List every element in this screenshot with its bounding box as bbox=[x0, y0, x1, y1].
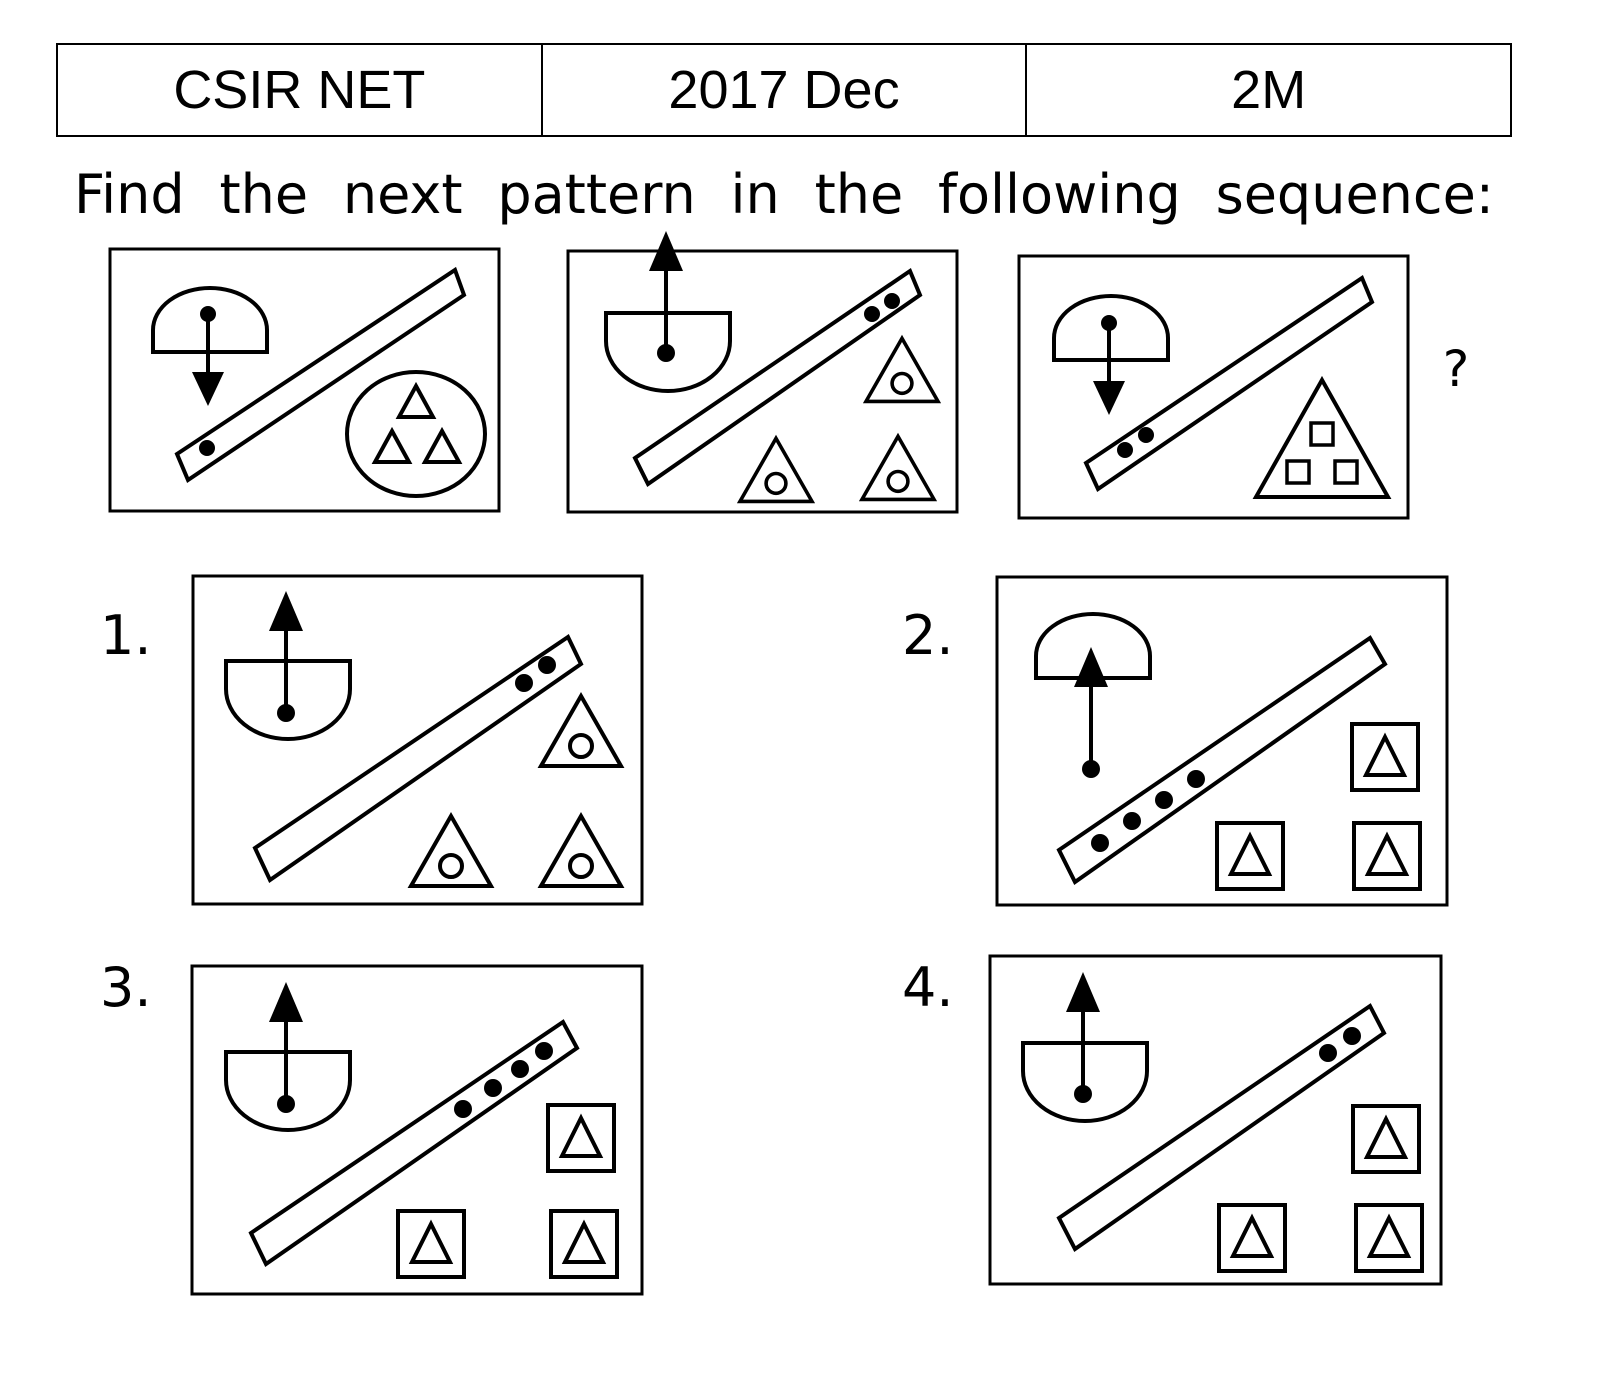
small-square bbox=[1333, 459, 1359, 485]
bar-dot bbox=[535, 1042, 553, 1060]
arrow-up-icon bbox=[1064, 970, 1102, 1105]
square-with-triangle bbox=[1217, 1203, 1287, 1273]
triangle-with-circle bbox=[860, 434, 936, 502]
arrow-up-icon bbox=[267, 980, 305, 1115]
arrow-up-icon bbox=[1072, 645, 1110, 780]
sequence-figure-2 bbox=[566, 229, 959, 514]
bar-dot bbox=[199, 440, 215, 456]
header-table: CSIR NET 2017 Dec 2M bbox=[56, 43, 1512, 137]
bar-dot bbox=[1187, 770, 1205, 788]
square-with-triangle bbox=[1351, 1104, 1421, 1174]
square-with-triangle bbox=[546, 1103, 616, 1173]
arrow-down-icon bbox=[190, 304, 226, 408]
sequence-figure-3 bbox=[1017, 254, 1410, 520]
option-2-label: 2. bbox=[902, 604, 954, 667]
triangle-with-circle bbox=[539, 694, 623, 768]
question-text: Find the next pattern in the following s… bbox=[74, 163, 1494, 226]
bar-dot bbox=[511, 1060, 529, 1078]
sequence-figure-1 bbox=[108, 247, 501, 513]
diagonal-bar bbox=[632, 267, 923, 487]
option-1-figure[interactable] bbox=[191, 574, 644, 906]
triangle-with-circle bbox=[539, 814, 623, 888]
bar-dot bbox=[515, 674, 533, 692]
small-triangle bbox=[423, 429, 461, 464]
square-with-triangle bbox=[1350, 722, 1420, 792]
diagonal-bar bbox=[1056, 635, 1388, 885]
square-with-triangle bbox=[549, 1209, 619, 1279]
bar-dot bbox=[454, 1100, 472, 1118]
option-4-label: 4. bbox=[902, 956, 954, 1019]
option-2-figure[interactable] bbox=[995, 575, 1449, 907]
diagonal-bar bbox=[248, 1019, 580, 1267]
square-with-triangle bbox=[1215, 821, 1285, 891]
diagonal-bar bbox=[174, 266, 467, 484]
option-3-label: 3. bbox=[100, 956, 152, 1019]
diagonal-bar bbox=[1056, 1003, 1387, 1252]
square-with-triangle bbox=[396, 1209, 466, 1279]
option-3-figure[interactable] bbox=[190, 964, 644, 1296]
triangle-with-circle bbox=[409, 814, 493, 888]
bar-dot bbox=[484, 1079, 502, 1097]
bar-dot bbox=[1343, 1027, 1361, 1045]
unknown-mark: ? bbox=[1443, 340, 1470, 398]
bar-dot bbox=[884, 293, 900, 309]
small-square bbox=[1285, 459, 1311, 485]
small-square bbox=[1309, 421, 1335, 447]
large-triangle bbox=[1252, 375, 1392, 499]
option-1-label: 1. bbox=[100, 604, 152, 667]
small-triangle bbox=[373, 429, 411, 464]
diagonal-bar bbox=[1083, 274, 1375, 492]
outer-circle bbox=[345, 370, 487, 498]
arrow-down-icon bbox=[1091, 313, 1127, 417]
triangle-with-circle bbox=[864, 336, 940, 404]
header-exam-cell: CSIR NET bbox=[58, 45, 543, 135]
small-triangle bbox=[397, 384, 435, 419]
bar-dot bbox=[1117, 442, 1133, 458]
option-4-figure[interactable] bbox=[988, 954, 1443, 1286]
header-session-cell: 2017 Dec bbox=[543, 45, 1028, 135]
square-with-triangle bbox=[1354, 1203, 1424, 1273]
diagonal-bar bbox=[252, 634, 584, 883]
triangle-with-circle bbox=[738, 436, 814, 504]
bar-dot bbox=[1138, 427, 1154, 443]
header-marks-cell: 2M bbox=[1231, 60, 1307, 120]
bar-dot bbox=[538, 656, 556, 674]
bar-dot bbox=[1091, 834, 1109, 852]
square-with-triangle bbox=[1352, 821, 1422, 891]
bar-dot bbox=[864, 306, 880, 322]
bar-dot bbox=[1319, 1044, 1337, 1062]
bar-dot bbox=[1155, 791, 1173, 809]
arrow-up-icon bbox=[267, 589, 305, 724]
bar-dot bbox=[1123, 812, 1141, 830]
